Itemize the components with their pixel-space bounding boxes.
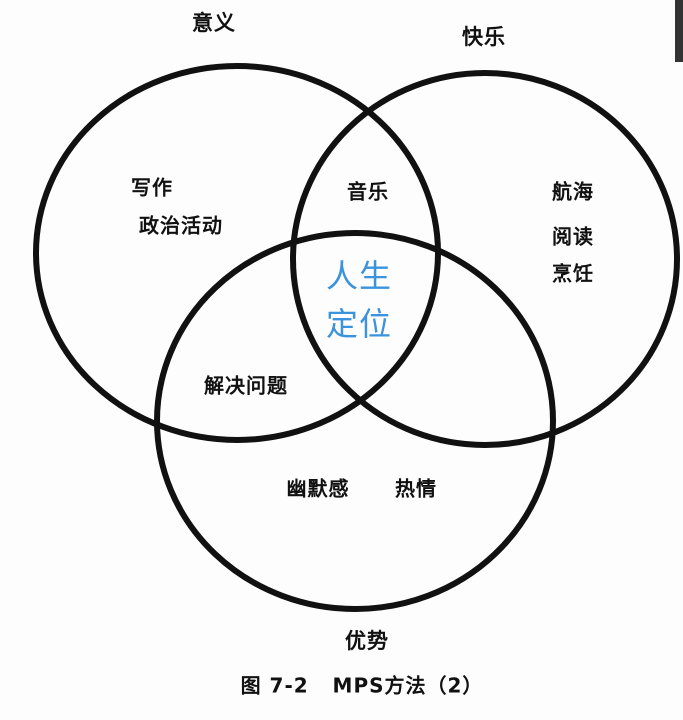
circle-strengths <box>154 230 556 612</box>
center-line-1: 人生 <box>325 257 393 296</box>
figure-caption: 图 7-2 MPS方法（2） <box>240 673 484 698</box>
label-meaning: 意义 <box>192 11 236 35</box>
item-music: 音乐 <box>347 179 389 204</box>
center-line-2: 定位 <box>325 305 393 344</box>
item-reading: 阅读 <box>552 224 594 249</box>
item-writing: 写作 <box>131 175 173 200</box>
page-edge <box>675 0 683 62</box>
circle-pleasure <box>290 70 680 448</box>
item-passion: 热情 <box>395 476 437 501</box>
item-humor: 幽默感 <box>286 476 350 501</box>
item-sailing: 航海 <box>552 179 594 204</box>
item-politics: 政治活动 <box>139 213 223 238</box>
item-problem-solving: 解决问题 <box>204 373 288 398</box>
item-cooking: 烹饪 <box>552 261 594 286</box>
label-pleasure: 快乐 <box>462 25 506 49</box>
label-strengths: 优势 <box>345 629 389 653</box>
